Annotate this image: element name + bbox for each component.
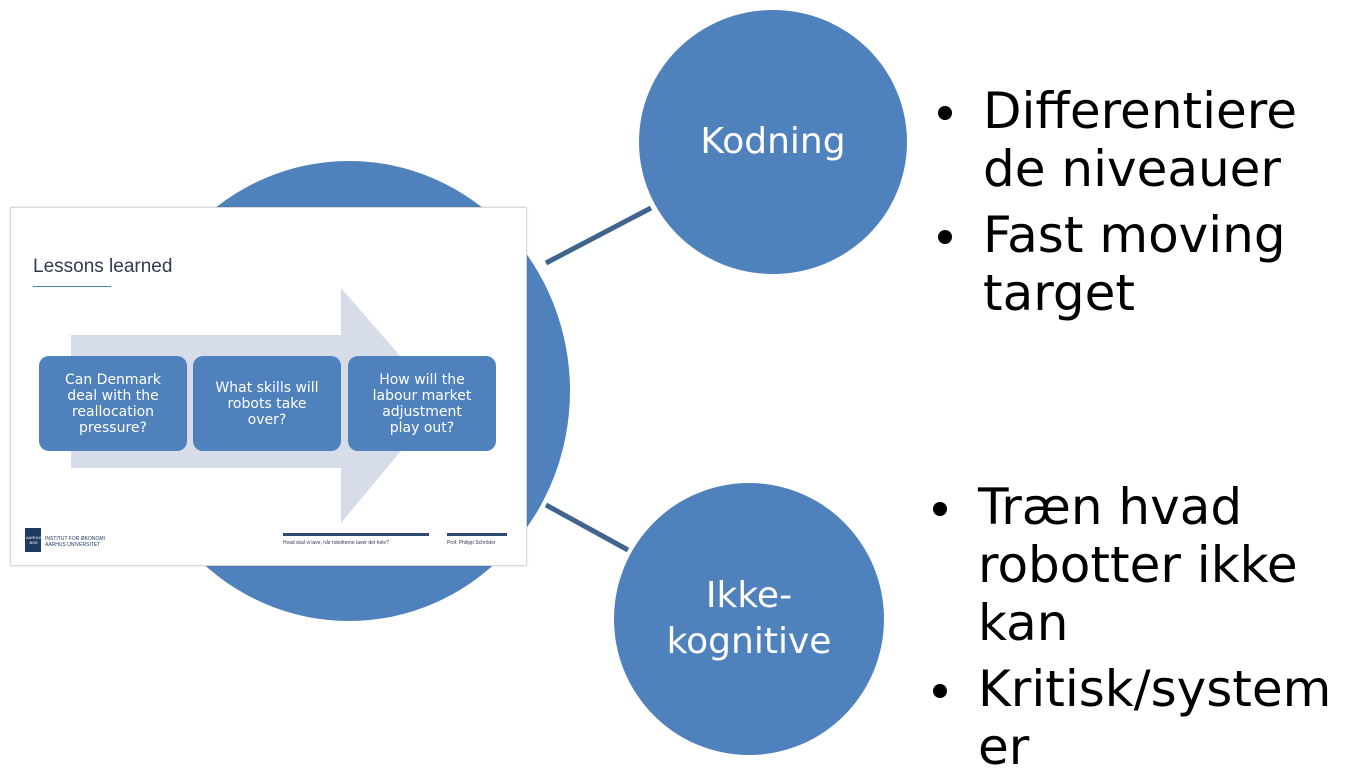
node-label-top: Kodning — [700, 121, 846, 162]
logo-institute-text: INSTITUT FOR ØKONOMI AARHUS UNIVERSITET — [45, 536, 105, 548]
slide-box-3: How will the labour market adjustment pl… — [348, 356, 496, 451]
slide-title: Lessons learned — [33, 256, 173, 277]
node-circle-top: Kodning — [639, 10, 907, 274]
connector-bottom — [544, 502, 630, 553]
slide-title-underline — [33, 286, 111, 287]
connector-lines — [544, 205, 653, 553]
slide-footer-rule-right — [447, 533, 507, 536]
slide-footer-rule-center — [283, 533, 429, 536]
node-circle-bottom: Ikke- kognitive — [614, 483, 884, 755]
bullet-item: Kritisk/system er — [927, 660, 1367, 776]
bullet-item: Træn hvad robotter ikke kan — [927, 478, 1367, 652]
bullet-list-top: Differentiere de niveauer Fast moving ta… — [932, 82, 1362, 330]
slide-footer-author: Prof. Philipp Schröder — [447, 540, 496, 546]
bullet-list-bottom: Træn hvad robotter ikke kan Kritisk/syst… — [927, 478, 1367, 784]
slide-box-1: Can Denmark deal with the reallocation p… — [39, 356, 187, 451]
connector-top — [544, 205, 653, 266]
node-label-bottom: Ikke- kognitive — [666, 575, 832, 662]
bullet-item: Differentiere de niveauer — [932, 82, 1362, 198]
embedded-slide: Lessons learned Can Denmark deal with th… — [10, 207, 527, 566]
logo-brand-text: AARHUS BSS — [26, 535, 43, 545]
slide-box-2: What skills will robots take over? — [193, 356, 341, 451]
bullet-item: Fast moving target — [932, 206, 1362, 322]
university-logo — [25, 528, 41, 552]
slide-footer-title: Hvad skal vi lave, når robotterne laver … — [283, 540, 389, 546]
